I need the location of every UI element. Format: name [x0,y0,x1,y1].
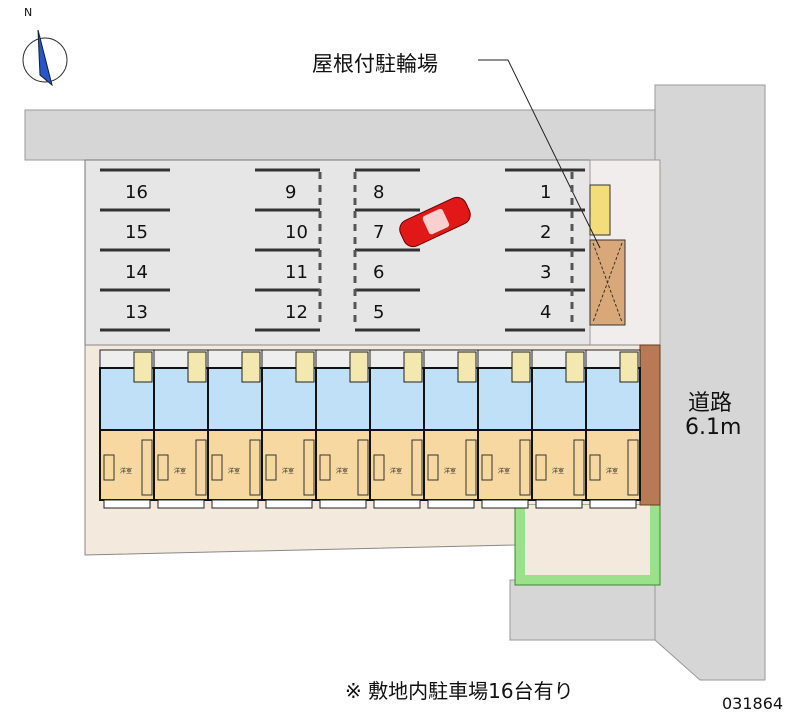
car-icon [399,196,471,248]
room-label: 洋室 [228,467,240,475]
parking-stall-number: 7 [373,222,384,243]
north-road [24,109,666,161]
parking-stall-number: 8 [373,182,384,203]
apartment-unit: 洋室 [261,349,317,509]
parking-stall-number: 16 [125,182,148,203]
apartment-unit: 洋室 [153,349,209,509]
parking-stall-number: 11 [285,262,308,283]
parking-lot [84,159,591,346]
room-label: 洋室 [606,467,618,475]
property-id: 031864 [722,694,784,713]
room-label: 洋室 [552,467,564,475]
apartment-unit: 洋室 [531,349,587,509]
parking-stall-number: 3 [540,262,551,283]
bicycle-rack [589,184,611,236]
room-label: 洋室 [390,467,402,475]
parking-stall-number: 9 [285,182,296,203]
parking-stall-number: 6 [373,262,384,283]
parking-stall-number: 12 [285,302,308,323]
south-gap [509,579,656,641]
parking-note: ※ 敷地内駐車場16台有り [345,679,574,703]
parking-stall-number: 4 [540,302,551,323]
leader-line [478,59,601,249]
road-width: 6.1m [685,415,742,440]
road-label: 道路 [688,391,733,416]
room-label: 洋室 [336,467,348,475]
parking-stall-number: 14 [125,262,148,283]
compass-icon [22,29,68,87]
parking-stall-number: 5 [373,302,384,323]
apartment-unit: 洋室 [207,349,263,509]
room-label: 洋室 [282,467,294,475]
apartment-unit: 洋室 [585,349,641,509]
room-label: 洋室 [174,467,186,475]
bicycle-parking-label: 屋根付駐輪場 [312,52,438,76]
parking-stall-number: 2 [540,222,551,243]
brick-wall [639,344,661,506]
north-label: N [24,6,33,19]
room-label: 洋室 [498,467,510,475]
apartment-unit: 洋室 [315,349,371,509]
apartment-unit: 洋室 [369,349,425,509]
apartment-unit: 洋室 [477,349,533,509]
parking-stall-number: 10 [285,222,308,243]
parking-stall-number: 1 [540,182,551,203]
room-label: 洋室 [444,467,456,475]
apartment-unit: 洋室 [99,349,155,509]
parking-stall-number: 13 [125,302,148,323]
parking-stall-number: 15 [125,222,148,243]
room-label: 洋室 [120,467,132,475]
hedge-inner [525,505,650,575]
east-road [654,84,766,681]
apartment-unit: 洋室 [423,349,479,509]
